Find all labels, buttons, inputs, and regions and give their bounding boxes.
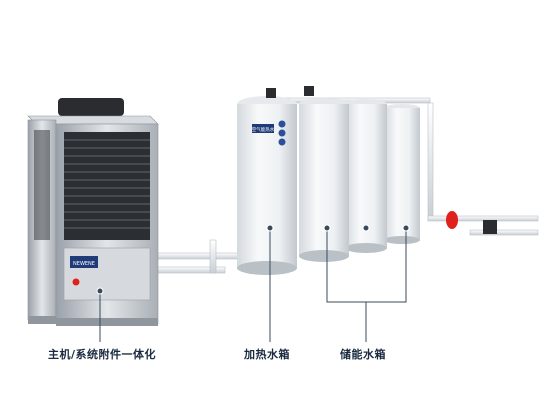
gauge-icon: [278, 120, 286, 128]
callout-dots: [96, 224, 410, 295]
valve-icon: [266, 88, 276, 98]
panel-indicator-icon: [72, 278, 80, 286]
pipe-return: [149, 252, 246, 260]
callout-dot: [402, 224, 410, 232]
callout-dot: [323, 224, 331, 232]
unit-grille: [64, 132, 150, 240]
panel-logo: [70, 256, 98, 268]
unit-fan-top: [58, 98, 124, 116]
tank-badge: [252, 124, 274, 133]
storage-tanks: [299, 98, 420, 262]
gauge-icon: [278, 138, 286, 146]
storage-tank-4: [384, 104, 420, 244]
storage-tank-3: [345, 99, 387, 253]
gauge-icon: [278, 129, 286, 137]
tank-badge-text: 空气能热水: [252, 126, 275, 133]
pipe-riser: [209, 239, 217, 274]
callout-dot: [96, 287, 104, 295]
label-heating-tank: 加热水箱: [244, 348, 290, 361]
callout-lines: [99, 228, 407, 342]
label-unit: 主机/系统附件一体化: [48, 348, 157, 361]
valve-icon: [483, 220, 497, 234]
label-storage-tanks: 储能水箱: [340, 348, 386, 361]
valves: [266, 86, 497, 234]
valve-icon: [304, 86, 314, 96]
callout-dot: [266, 224, 274, 232]
expansion-tank-icon: [446, 211, 458, 229]
heating-tank: 空气能热水: [237, 96, 297, 275]
pipe-down: [427, 102, 434, 221]
heat-pump-unit: NEWENE: [27, 98, 159, 326]
storage-tank-2: [299, 98, 349, 262]
pipe-inlet: [469, 229, 539, 236]
unit-control-panel: [63, 247, 151, 301]
callout-dot: [362, 224, 370, 232]
panel-brand: NEWENE: [73, 261, 95, 267]
